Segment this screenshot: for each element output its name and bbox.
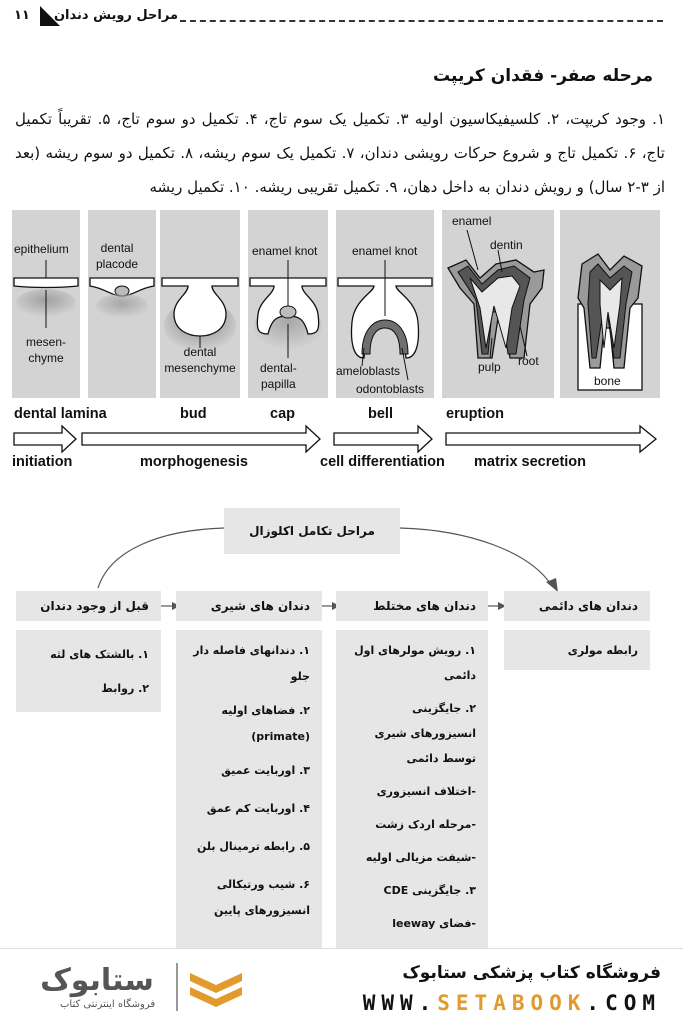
- store-url[interactable]: WWW.SETABOOK.COM: [363, 991, 661, 1015]
- stage-bell: bell: [368, 406, 393, 422]
- list-item: -فضای leeway: [392, 917, 476, 930]
- list-item: ۲. جایگزینی انسیزورهای شیری توسط دائمی: [374, 702, 477, 765]
- logo-tagline: فروشگاه اینترنتی کتاب: [60, 999, 156, 1010]
- page-number: ۱۱: [14, 8, 30, 23]
- list-item: -اختلاف انسیزوری: [376, 785, 476, 798]
- stage-eruption: eruption: [446, 406, 504, 422]
- corner-triangle-icon: [40, 6, 60, 26]
- setabook-logo-icon: [190, 973, 242, 1007]
- list-item: ۲. روابط: [101, 682, 149, 695]
- label-enamel-knot-bell: enamel knot: [352, 244, 418, 258]
- list-item: ۳. جایگزینی CDE: [383, 884, 476, 897]
- stage-box-permanent: دندان های دائمی: [504, 591, 650, 621]
- flow-connectors: [97, 527, 558, 610]
- chapter-title: مراحل رویش دندان: [53, 8, 178, 23]
- process-initiation: initiation: [12, 454, 73, 470]
- list-item: ۱. دندانهای فاصله دار جلو: [193, 644, 310, 683]
- url-prefix: WWW.: [362, 991, 438, 1015]
- label-odontoblasts: odontoblasts: [356, 382, 425, 396]
- label-root: root: [518, 354, 539, 368]
- stage-bud: bud: [180, 406, 207, 422]
- process-arrows: [13, 424, 658, 454]
- label-pulp: pulp: [478, 360, 501, 374]
- list-item: ۵. رابطه ترمینال بلن: [197, 840, 310, 853]
- stage-dental-lamina: dental lamina: [14, 406, 107, 422]
- list-item: ۳. اوربایت عمیق: [221, 764, 310, 777]
- label-dental-mesenchyme: dental mesenchyme: [164, 345, 236, 375]
- tooth-development-figure: epithelium mesen- chyme dental placode d…: [12, 208, 660, 478]
- list-item: -مرحله اردک زشت: [375, 818, 476, 831]
- section-body: ۱. وجود کریپت، ۲. کلسیفیکاسیون اولیه ۳. …: [15, 110, 665, 196]
- logo-divider: [176, 963, 178, 1011]
- flow-top-box: مراحل تکامل اکلوزال: [224, 508, 400, 554]
- figure-drawing: [13, 229, 643, 391]
- label-epithelium: epithelium: [14, 242, 69, 256]
- list-item: ۲. فضاهای اولیه (primate): [221, 704, 310, 743]
- process-matrix-secretion: matrix secretion: [474, 454, 587, 470]
- label-dentin: dentin: [490, 238, 523, 252]
- label-dental-papilla: dental- papilla: [260, 361, 297, 391]
- list-item: ۴. اوربایت کم عمق: [206, 802, 310, 815]
- label-enamel: enamel: [452, 214, 492, 228]
- logo-wordmark: ستابوک: [40, 963, 154, 998]
- section-title: مرحله صفر- فقدان کریپت: [433, 66, 653, 86]
- list-primary: ۱. دندانهای فاصله دار جلو ۲. فضاهای اولی…: [176, 630, 322, 948]
- stage-box-predentition: قبل از وجود دندان: [16, 591, 161, 621]
- process-morphogenesis: morphogenesis: [140, 454, 248, 470]
- list-predentition: ۱. بالشتک های لثه ۲. روابط: [16, 630, 161, 712]
- process-cell-differentiation: cell differentiation: [320, 454, 445, 470]
- list-item: -شیفت مزیالی اولیه: [365, 851, 476, 864]
- header-divider: [180, 20, 663, 22]
- store-name: فروشگاه کتاب پزشکی ستابوک: [402, 963, 661, 983]
- label-ameloblasts: ameloblasts: [336, 364, 401, 378]
- stage-box-mixed: دندان های مختلط: [336, 591, 488, 621]
- url-suffix: .COM: [586, 991, 661, 1015]
- list-permanent: رابطه مولری: [504, 630, 650, 670]
- list-item: ۶. شیب ورتیکالی انسیزورهای پایین: [213, 878, 310, 917]
- store-footer: فروشگاه کتاب پزشکی ستابوک WWW.SETABOOK.C…: [0, 948, 683, 1025]
- label-mesenchyme: mesen- chyme: [26, 335, 67, 365]
- list-item: رابطه مولری: [567, 644, 638, 657]
- stage-box-primary: دندان های شیری: [176, 591, 322, 621]
- list-item: ۱. رویش مولرهای اول دائمی: [354, 644, 476, 682]
- url-domain: SETABOOK: [437, 991, 587, 1015]
- label-dental-placode: dental placode: [96, 241, 139, 271]
- list-item: ۱. بالشتک های لثه: [50, 648, 149, 661]
- stage-cap: cap: [270, 406, 295, 422]
- label-bone: bone: [594, 374, 621, 388]
- list-mixed: ۱. رویش مولرهای اول دائمی ۲. جایگزینی ان…: [336, 630, 488, 948]
- label-enamel-knot-cap: enamel knot: [252, 244, 318, 258]
